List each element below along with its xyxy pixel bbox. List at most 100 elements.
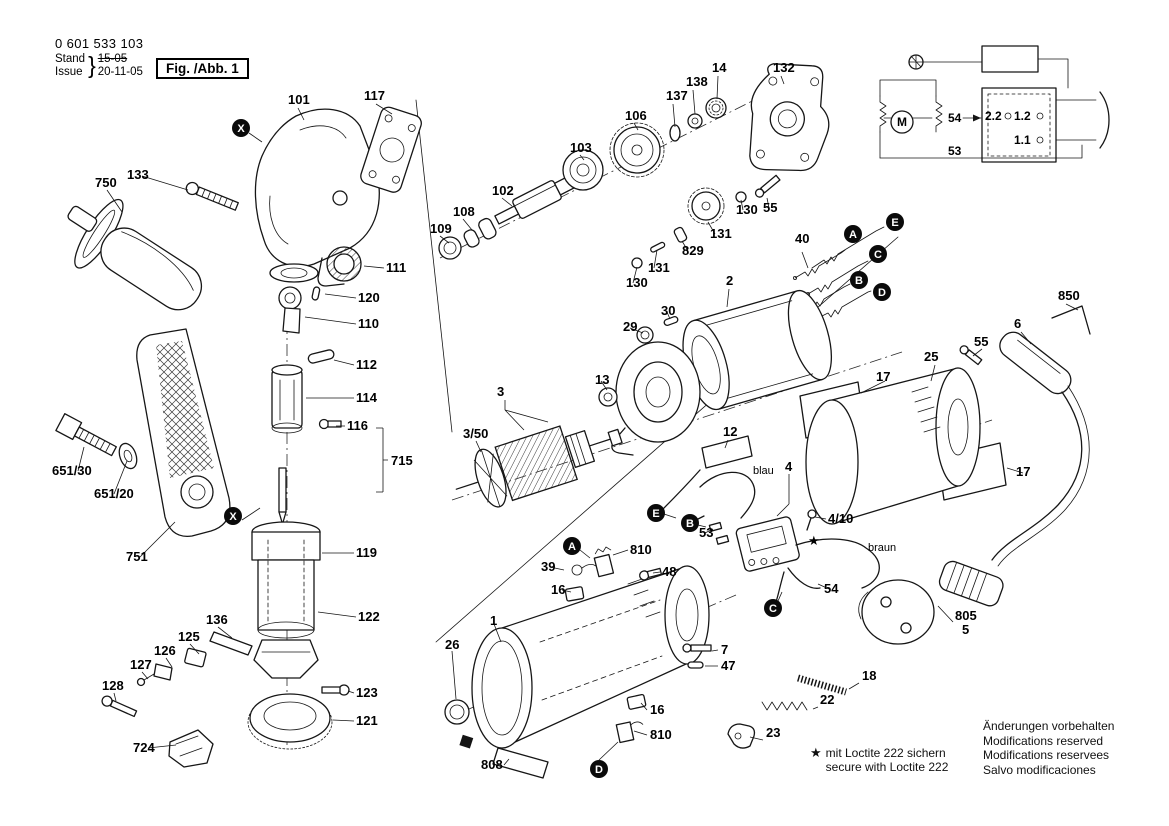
- rod-850: [1051, 305, 1091, 335]
- callout-b1: B: [850, 271, 868, 289]
- washers-137-138-14: [669, 97, 727, 142]
- part-label-48: 48: [662, 564, 676, 579]
- part-label-1: 1: [490, 613, 497, 628]
- part-label-127: 127: [130, 657, 152, 672]
- part-label-18: 18: [862, 668, 876, 683]
- callout-c2: C: [764, 599, 782, 617]
- callout-x1: X: [232, 119, 250, 137]
- part-label-715: 715: [391, 453, 413, 468]
- part-label-12: 12: [723, 424, 737, 439]
- part-label-117: 117: [364, 88, 385, 103]
- part-label-136: 136: [206, 612, 228, 627]
- pin-829-131b-nut-130b: [631, 226, 688, 269]
- screw-133: [185, 181, 239, 211]
- loctite-note: ★ mit Loctite 222 sichern secure with Lo…: [810, 746, 948, 775]
- part-label-16a: 16: [551, 582, 565, 597]
- callout-a2: A: [563, 537, 581, 555]
- part-label-133: 133: [127, 167, 149, 182]
- issue-label: Issue: [55, 65, 83, 78]
- part-label-724: 724: [133, 740, 155, 755]
- notice-line-2: Modifications reserved: [983, 733, 1104, 748]
- motor-housing-1: [459, 565, 710, 749]
- bushings-108: [463, 217, 497, 248]
- circuit-label-53: 53: [948, 144, 962, 158]
- part-label-17a: 17: [876, 369, 890, 384]
- brace-glyph: }: [88, 52, 96, 78]
- part-label-122: 122: [358, 609, 380, 624]
- part-label-829: 829: [682, 243, 704, 258]
- part-label-109: 109: [430, 221, 452, 236]
- circuit-label-1-2: 1.2: [1014, 109, 1031, 123]
- bracket-lines: [376, 400, 790, 517]
- rear-handle-6: [959, 305, 1091, 567]
- part-label-40: 40: [795, 231, 809, 246]
- ring-26: [444, 699, 470, 725]
- part-label-16b: 16: [650, 702, 664, 717]
- callout-c1: C: [869, 245, 887, 263]
- part-label-106: 106: [625, 108, 647, 123]
- callout-d2: D: [590, 760, 608, 778]
- part-label-810a: 810: [630, 542, 652, 557]
- part-label-751: 751: [126, 549, 148, 564]
- small-parts-lower-left: [101, 631, 253, 768]
- part-label-810b: 810: [650, 727, 672, 742]
- circuit-labels: 54 53 2.2 1.2 1.1 M: [897, 109, 1031, 158]
- svg-text:X: X: [229, 511, 237, 523]
- gasket-plate-117: [360, 106, 422, 193]
- svg-text:X: X: [237, 123, 245, 135]
- part-label-138: 138: [686, 74, 708, 89]
- callout-e2: E: [647, 504, 665, 522]
- part-label-850: 850: [1058, 288, 1080, 303]
- needle-sleeve-111: [326, 246, 362, 282]
- pin-112: [307, 349, 335, 364]
- circuit-label-2-2: 2.2: [985, 109, 1002, 123]
- part-label-111: 111: [386, 260, 406, 275]
- part-label-23: 23: [766, 725, 780, 740]
- part-label-13: 13: [595, 372, 609, 387]
- screw-7-washer-47: [682, 643, 712, 669]
- part-label-119: 119: [356, 545, 377, 560]
- part-label-3: 3: [497, 384, 504, 399]
- svg-text:B: B: [686, 518, 694, 530]
- setscrew-116: [318, 418, 342, 430]
- callout-b2: B: [681, 514, 699, 532]
- part-label-29: 29: [623, 319, 637, 334]
- part-label-651-20: 651/20: [94, 486, 134, 501]
- part-label-26: 26: [445, 637, 459, 652]
- callout-a1: A: [844, 225, 862, 243]
- part-label-128: 128: [102, 678, 124, 693]
- part-label-132: 132: [773, 60, 795, 75]
- brush-leads-40: [793, 226, 885, 320]
- pin-120: [311, 286, 321, 301]
- part-label-108: 108: [453, 204, 475, 219]
- screw-123: [321, 684, 350, 696]
- part-label-110: 110: [358, 316, 379, 331]
- part-label-120: 120: [358, 290, 380, 305]
- punch-rod: [278, 467, 287, 525]
- part-label-22: 22: [820, 692, 834, 707]
- stand-value: 15-05: [97, 52, 128, 65]
- part-label-112: 112: [356, 357, 377, 372]
- part-label-123: 123: [356, 685, 378, 700]
- part-label-651-30: 651/30: [52, 463, 92, 478]
- part-label-53: 53: [699, 525, 713, 540]
- title-block: 0 601 533 103 Stand Issue } 15-05 20-11-…: [55, 36, 143, 79]
- part-label-130a: 130: [736, 202, 758, 217]
- leader-lines: [77, 75, 1079, 766]
- part-label-6: 6: [1014, 316, 1021, 331]
- gear-131a: [687, 187, 725, 225]
- part-label-750: 750: [95, 175, 117, 190]
- notice-line-3: Modifications reservees: [983, 748, 1110, 762]
- retaining-ring-109: [438, 236, 462, 260]
- callout-e1: E: [886, 213, 904, 231]
- hex-bolt-651-30: [55, 413, 117, 457]
- issue-value: 20-11-05: [97, 65, 143, 78]
- svg-text:D: D: [595, 764, 603, 776]
- circuit-label-54: 54: [948, 111, 962, 125]
- nut-130a-screw-55a: [735, 174, 781, 203]
- brush-assembly-lower: [615, 693, 647, 744]
- svg-text:A: A: [849, 229, 857, 241]
- power-cord-plug: [858, 560, 1004, 645]
- stand-issue-block: Stand Issue } 15-05 20-11-05: [55, 52, 143, 79]
